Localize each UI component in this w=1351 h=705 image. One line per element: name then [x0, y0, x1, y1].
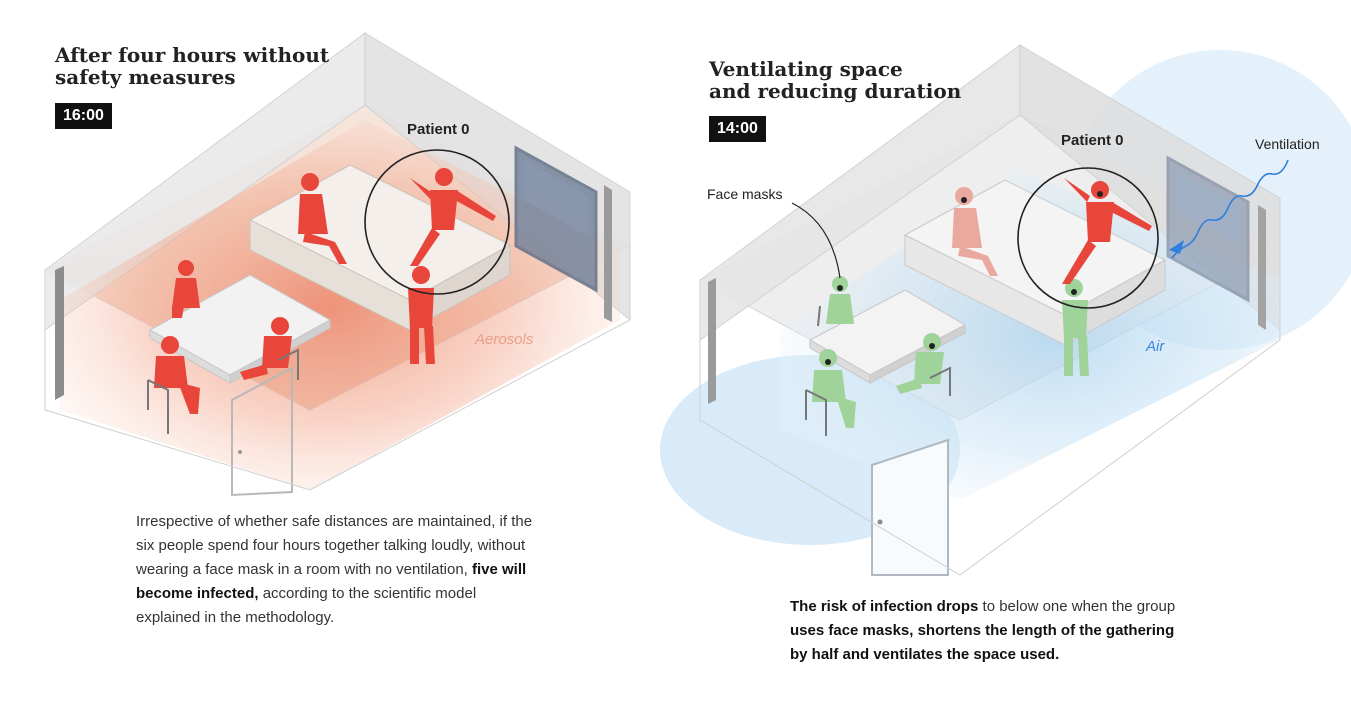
- room-illustration-left: [43, 32, 632, 497]
- patient-zero-label: Patient 0: [1061, 132, 1124, 149]
- scenario-no-measures-panel: After four hours without safety measures…: [0, 0, 660, 705]
- panel-title: After four hours without safety measures: [55, 44, 329, 88]
- spread-radius-circle: [364, 149, 510, 295]
- room-illustration-right: [660, 44, 1351, 576]
- person-figure-icon: [240, 317, 292, 380]
- person-figure-icon: [172, 260, 200, 318]
- person-figure-icon: [408, 266, 435, 364]
- chair-icon: [805, 305, 951, 436]
- patient-zero-label: Patient 0: [407, 121, 470, 138]
- person-figure-icon: [1062, 178, 1152, 284]
- window-icon: [1166, 155, 1250, 303]
- chair-icon: [147, 348, 299, 434]
- scenario-caption: The risk of infection drops to below one…: [790, 595, 1190, 667]
- spread-radius-circle: [1017, 167, 1159, 309]
- person-figure-icon: [812, 349, 856, 428]
- wall-pillar-left: [708, 278, 716, 404]
- caption-emphasis: uses face masks, shortens the length of …: [790, 622, 1175, 663]
- person-figure-icon: [154, 336, 200, 414]
- wall-pillar-left: [55, 266, 64, 400]
- caption-text: to below one when the group: [978, 598, 1176, 615]
- scenario-caption: Irrespective of whether safe distances a…: [136, 510, 536, 630]
- title-line-2: and reducing duration: [709, 79, 962, 103]
- aerosols-label: Aerosols: [475, 331, 534, 348]
- table-icon: [808, 289, 967, 384]
- window-icon: [514, 145, 598, 293]
- wall-pillar-right: [604, 185, 612, 322]
- title-line-2: safety measures: [55, 65, 236, 89]
- face-masks-label: Face masks: [707, 186, 783, 202]
- scenario-ventilated-panel: Ventilating space and reducing duration …: [660, 0, 1351, 705]
- person-figure-icon: [952, 187, 998, 276]
- person-figure-icon: [410, 168, 496, 266]
- door-icon: [231, 366, 293, 497]
- caption-text: according to the scientific model explai…: [136, 585, 477, 626]
- time-badge: 14:00: [709, 116, 766, 142]
- person-figure-icon: [896, 333, 944, 394]
- caption-text: Irrespective of whether safe distances a…: [136, 513, 533, 578]
- air-label: Air: [1146, 338, 1165, 355]
- person-figure-icon: [1062, 279, 1089, 376]
- time-badge: 16:00: [55, 103, 112, 129]
- caption-emphasis: The risk of infection drops: [790, 598, 979, 615]
- front-wall-outline: [44, 245, 631, 491]
- face-masks-leader-line: [791, 202, 841, 279]
- front-wall-outline: [699, 250, 1281, 576]
- wall-pillar-right: [1258, 205, 1266, 330]
- person-figure-icon: [826, 276, 854, 324]
- panel-title: Ventilating space and reducing duration: [709, 58, 961, 102]
- people-group-left: [154, 168, 496, 414]
- ventilation-arrow-icon: [1169, 159, 1289, 259]
- caption-emphasis: five will become infected,: [136, 561, 527, 602]
- person-figure-icon: [298, 173, 347, 264]
- ventilation-label: Ventilation: [1255, 136, 1320, 152]
- people-group-healthy: [812, 276, 1089, 428]
- title-line-1: After four hours without: [55, 43, 330, 67]
- door-icon: [871, 438, 949, 576]
- title-line-1: Ventilating space: [709, 57, 903, 81]
